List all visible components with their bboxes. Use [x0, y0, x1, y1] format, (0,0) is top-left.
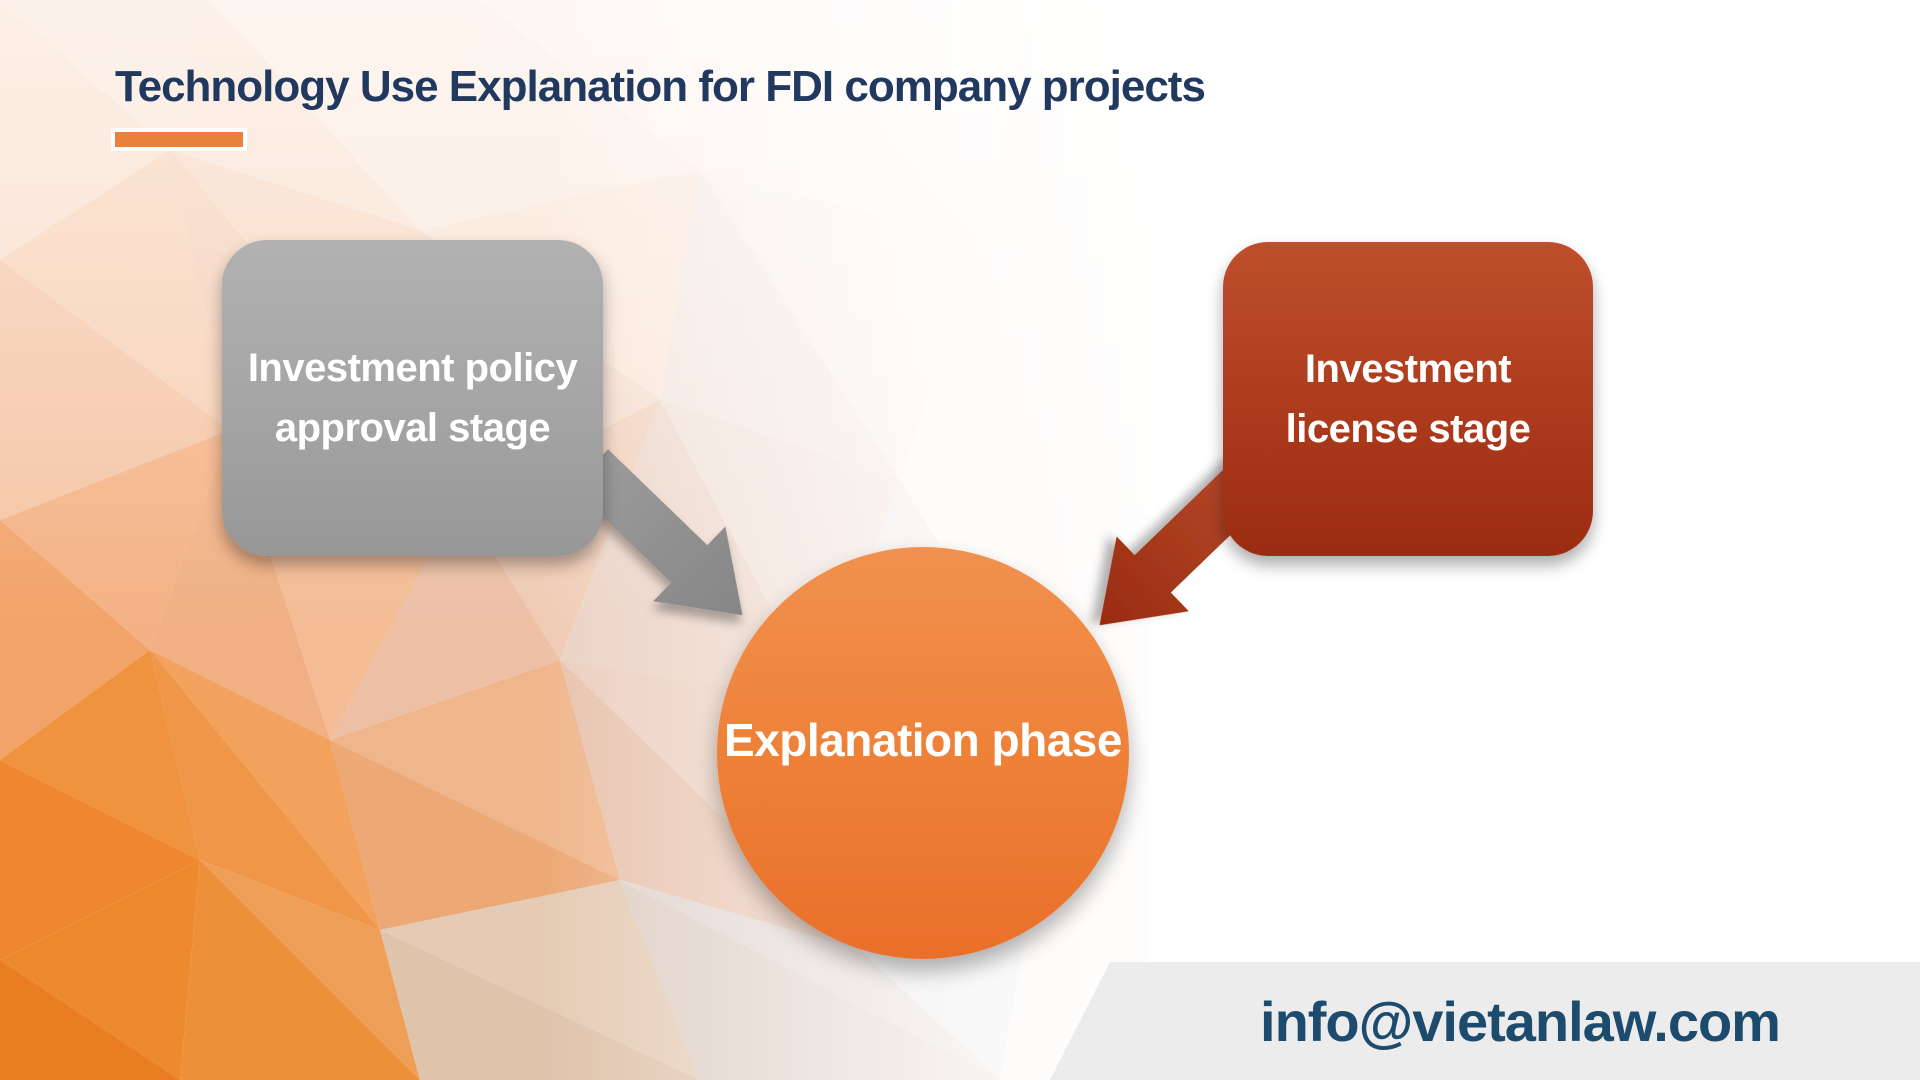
explanation-phase-label: Explanation phase [724, 713, 1122, 766]
contact-email: info@vietanlaw.com [1260, 989, 1781, 1053]
investment-license-stage-box: Investment license stage [1223, 242, 1593, 556]
policy-to-explanation-arrow [571, 449, 743, 616]
investment-policy-approval-stage-label: Investment policy approval stage [247, 346, 578, 450]
email-band: info@vietanlaw.com [1050, 962, 1920, 1080]
investment-policy-approval-stage-box: Investment policy approval stage [222, 240, 603, 556]
investment-license-stage-label: Investment license stage [1285, 347, 1531, 451]
page-title: Technology Use Explanation for FDI compa… [115, 62, 1206, 111]
explanation-phase-circle: Explanation phase [717, 547, 1129, 959]
title-underline-accent [111, 128, 247, 151]
